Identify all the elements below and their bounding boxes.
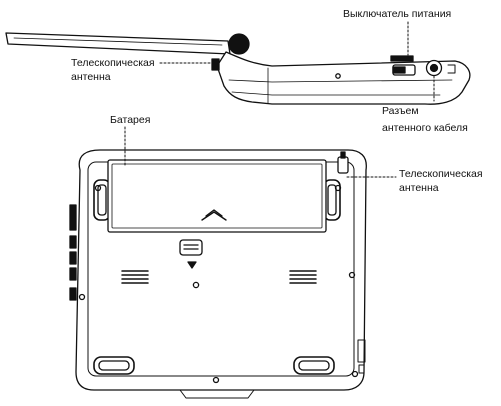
power-switch — [390, 55, 416, 76]
cable-jack — [425, 59, 443, 77]
battery-latch — [179, 239, 203, 269]
side-antenna — [211, 58, 220, 71]
hinge — [228, 33, 250, 55]
vents — [121, 270, 317, 284]
label-antenna-side-line2: антенна — [71, 71, 111, 83]
leader-lines-top — [159, 21, 435, 102]
bottom-view — [69, 149, 367, 399]
label-cable-connector-line1: Разъем — [382, 105, 419, 117]
label-antenna-bottom-line1: Телескопическая — [399, 168, 483, 180]
side-view — [5, 32, 471, 105]
label-power-switch: Выключатель питания — [343, 8, 452, 20]
side-buttons — [69, 204, 77, 301]
screws — [78, 184, 359, 384]
label-antenna-side-line1: Телескопическая — [71, 57, 155, 69]
label-antenna-bottom-line2: антенна — [399, 182, 439, 194]
label-battery: Батарея — [110, 114, 151, 126]
screen-lid — [5, 32, 231, 55]
battery — [107, 159, 327, 233]
bottom-antenna — [337, 151, 349, 174]
label-cable-connector-line2: антенного кабеля — [382, 122, 468, 134]
leader-lines-bottom — [124, 126, 397, 178]
side-body — [216, 51, 471, 105]
